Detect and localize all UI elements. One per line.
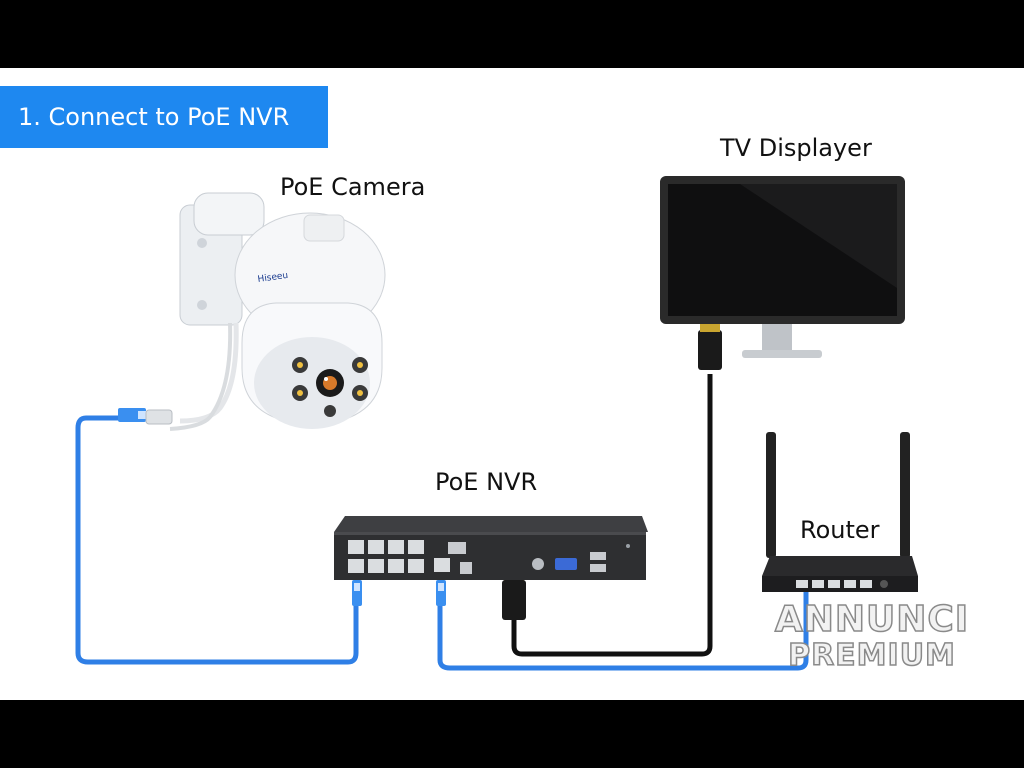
bottom-letterbox [0, 700, 1024, 768]
watermark-line-2: PREMIUM [787, 638, 956, 673]
top-letterbox [0, 0, 1024, 68]
diagram-canvas: Hiseeu [0, 68, 1024, 700]
camera-brand-logo: Hiseeu [257, 271, 289, 285]
connection-diagram: Hiseeu [75, 176, 918, 671]
rj45-connector [436, 580, 446, 606]
rj45-connector [352, 580, 362, 606]
rj45-connector [118, 408, 146, 422]
camera-network-cable [75, 415, 359, 665]
router [762, 432, 918, 592]
hdmi-cable [511, 374, 713, 657]
hdmi-plug [698, 318, 722, 370]
router-network-cable [437, 580, 809, 671]
nvr-label: PoE NVR [435, 468, 538, 496]
watermark-line-1: ANNUNCI [774, 599, 970, 641]
camera-label: PoE Camera [280, 173, 426, 201]
step-banner: 1. Connect to PoE NVR [0, 86, 328, 148]
poe-nvr [334, 516, 648, 580]
tv-displayer [660, 176, 905, 358]
poe-camera [145, 192, 386, 431]
router-label: Router [800, 516, 880, 544]
watermark: ANNUNCI PREMIUM [752, 599, 992, 673]
tv-label: TV Displayer [720, 134, 872, 162]
